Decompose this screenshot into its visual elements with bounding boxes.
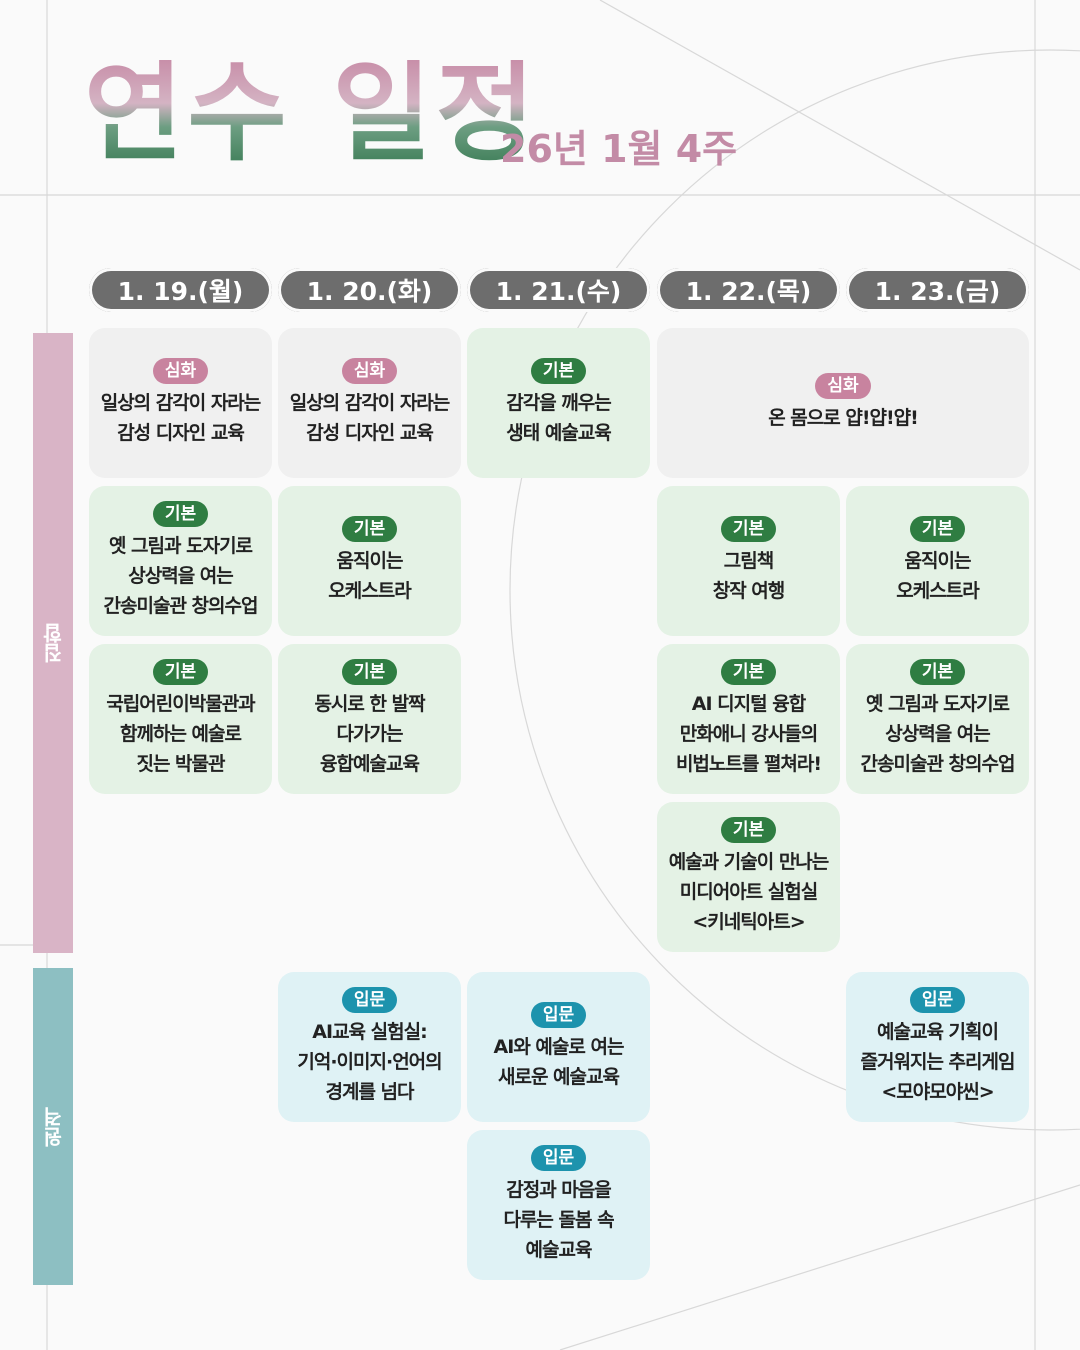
course-card-fri-remote-1[interactable]: 입문 예술교육 기획이 즐거워지는 추리게임 <모야모야씬>	[846, 972, 1029, 1122]
day-header-tue: 1. 20.(화)	[278, 268, 461, 312]
course-card-tue-2[interactable]: 기본 움직이는 오케스트라	[278, 486, 461, 636]
page-title: 연수 일정	[84, 51, 540, 176]
level-badge: 입문	[341, 987, 398, 1013]
level-badge: 기본	[720, 817, 777, 843]
course-card-thu-4[interactable]: 기본 예술과 기술이 만나는 미디어아트 실험실 <키네틱아트>	[657, 802, 840, 952]
course-title: 감정과 마음을 다루는 돌봄 속 예술교육	[503, 1179, 614, 1261]
level-badge: 심화	[152, 358, 209, 384]
course-title: 온 몸으로 얍!얍!얍!	[768, 407, 919, 429]
course-card-thu-3[interactable]: 기본 AI 디지털 융합 만화애니 강사들의 비법노트를 펼쳐라!	[657, 644, 840, 794]
course-card-mon-1[interactable]: 심화 일상의 감각이 자라는 감성 디자인 교육	[89, 328, 272, 478]
course-title: 움직이는 오케스트라	[896, 550, 979, 602]
level-badge: 기본	[341, 516, 398, 542]
course-title: 감각을 깨우는 생태 예술교육	[506, 392, 611, 444]
course-card-tue-remote-1[interactable]: 입문 AI교육 실험실: 기억·이미지·언어의 경계를 넘다	[278, 972, 461, 1122]
course-title: AI교육 실험실: 기억·이미지·언어의 경계를 넘다	[297, 1021, 442, 1103]
level-badge: 기본	[152, 501, 209, 527]
course-card-thu-2[interactable]: 기본 그림책 창작 여행	[657, 486, 840, 636]
course-card-mon-2[interactable]: 기본 옛 그림과 도자기로 상상력을 여는 간송미술관 창의수업	[89, 486, 272, 636]
course-card-fri-3[interactable]: 기본 옛 그림과 도자기로 상상력을 여는 간송미술관 창의수업	[846, 644, 1029, 794]
course-title: 예술교육 기획이 즐거워지는 추리게임 <모야모야씬>	[860, 1021, 1016, 1103]
course-title: 국립어린이박물관과 함께하는 예술로 짓는 박물관	[106, 693, 255, 775]
level-badge: 기본	[720, 659, 777, 685]
course-title: AI와 예술로 여는 새로운 예술교육	[493, 1036, 625, 1088]
course-title: 일상의 감각이 자라는 감성 디자인 교육	[100, 392, 262, 444]
section-label-group: 집합	[33, 333, 73, 953]
day-header-fri: 1. 23.(금)	[846, 268, 1029, 312]
section-label-remote: 원격	[33, 968, 73, 1285]
level-badge: 기본	[341, 659, 398, 685]
level-badge: 기본	[530, 358, 587, 384]
course-card-wed-remote-1[interactable]: 입문 AI와 예술로 여는 새로운 예술교육	[467, 972, 650, 1122]
level-badge: 기본	[152, 659, 209, 685]
course-title: 움직이는 오케스트라	[328, 550, 411, 602]
day-header-wed: 1. 21.(수)	[467, 268, 650, 312]
day-header-mon: 1. 19.(월)	[89, 268, 272, 312]
course-title: 일상의 감각이 자라는 감성 디자인 교육	[289, 392, 451, 444]
course-card-wed-remote-2[interactable]: 입문 감정과 마음을 다루는 돌봄 속 예술교육	[467, 1130, 650, 1280]
page-subtitle: 26년 1월 4주	[500, 127, 738, 171]
course-title: 동시로 한 발짝 다가가는 융합예술교육	[314, 693, 425, 775]
level-badge: 심화	[815, 373, 871, 399]
course-card-wed-1[interactable]: 기본 감각을 깨우는 생태 예술교육	[467, 328, 650, 478]
course-card-tue-1[interactable]: 심화 일상의 감각이 자라는 감성 디자인 교육	[278, 328, 461, 478]
course-title: 옛 그림과 도자기로 상상력을 여는 간송미술관 창의수업	[103, 535, 259, 617]
level-badge: 기본	[909, 659, 966, 685]
level-badge: 입문	[530, 1145, 587, 1171]
day-header-thu: 1. 22.(목)	[657, 268, 840, 312]
course-card-tue-3[interactable]: 기본 동시로 한 발짝 다가가는 융합예술교육	[278, 644, 461, 794]
course-title: 옛 그림과 도자기로 상상력을 여는 간송미술관 창의수업	[860, 693, 1016, 775]
section-label-group-text: 집합	[41, 623, 66, 663]
level-badge: 기본	[720, 516, 777, 542]
course-title: 그림책 창작 여행	[712, 550, 786, 602]
course-card-thu-fri-1[interactable]: 심화 온 몸으로 얍!얍!얍!	[657, 328, 1029, 478]
course-title: 예술과 기술이 만나는 미디어아트 실험실 <키네틱아트>	[668, 851, 830, 933]
section-label-remote-text: 원격	[41, 1106, 66, 1147]
course-title: AI 디지털 융합 만화애니 강사들의 비법노트를 펼쳐라!	[675, 693, 822, 775]
course-card-fri-2[interactable]: 기본 움직이는 오케스트라	[846, 486, 1029, 636]
level-badge: 입문	[530, 1002, 587, 1028]
level-badge: 기본	[909, 516, 966, 542]
level-badge: 심화	[341, 358, 398, 384]
level-badge: 입문	[909, 987, 966, 1013]
course-card-mon-3[interactable]: 기본 국립어린이박물관과 함께하는 예술로 짓는 박물관	[89, 644, 272, 794]
